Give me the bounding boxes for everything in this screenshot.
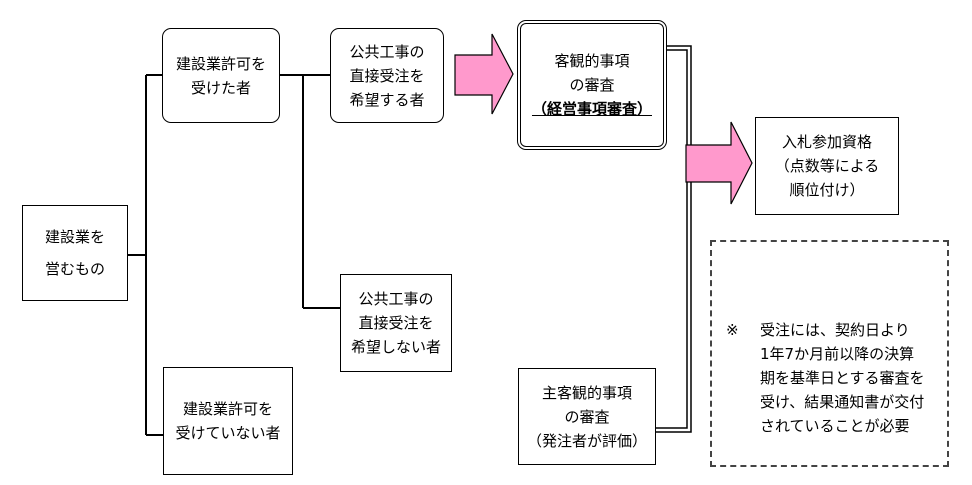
want-public-line-3: 希望する者: [349, 90, 425, 109]
double-connector-inner: [656, 49, 688, 429]
unlicensed-line-2: 受けていない者: [175, 424, 281, 442]
entity-line-1: 建設業を: [44, 228, 105, 246]
entity-line-2: 営むもの: [44, 260, 105, 278]
no-public-line-2: 直接受注を: [358, 314, 434, 332]
arrow-to-review: [454, 33, 514, 115]
bid-qualification-box: 入札参加資格 （点数等による 順位付け）: [755, 117, 899, 215]
double-connector-outer: [656, 45, 692, 433]
unlicensed-line-1: 建設業許可を: [182, 400, 273, 418]
review-line-1: 客観的事項: [554, 52, 630, 70]
want-public-line-1: 公共工事の: [349, 42, 425, 61]
want-public-line-2: 直接受注を: [349, 66, 425, 85]
no-public-works-box: 公共工事の 直接受注を 希望しない者: [340, 274, 452, 372]
arrow-to-qualification: [685, 121, 753, 205]
note-line-1: 受注には、契約日より: [760, 320, 910, 339]
unlicensed-box: 建設業許可を 受けていない者: [163, 367, 293, 475]
note-box: ※ 受注には、契約日より 1年7か月前以降の決算 期を基準日とする審査を 受け、…: [710, 240, 949, 467]
review-line-2: の審査: [569, 76, 615, 94]
main-review-line-1: 主客観的事項: [541, 383, 632, 402]
note-line-2: 1年7か月前以降の決算: [760, 344, 915, 363]
business-entity-box: 建設業を 営むもの: [22, 205, 128, 301]
note-line-4: 受け、結果通知書が交付: [760, 392, 925, 411]
qualify-line-1: 入札参加資格: [781, 133, 872, 151]
objective-review-box: 客観的事項 の審査 （経営事項審査）: [517, 20, 667, 150]
note-line-3: 期を基準日とする審査を: [760, 368, 925, 387]
qualify-line-3: 順位付け）: [789, 181, 865, 199]
note-mark: ※: [726, 320, 739, 339]
main-review-line-2: の審査: [564, 407, 610, 426]
main-objective-review-box: 主客観的事項 の審査 （発注者が評価）: [518, 368, 656, 465]
review-emphasis: （経営事項審査）: [531, 100, 652, 118]
note-line-5: されていることが必要: [760, 416, 910, 435]
wants-public-works-box: 公共工事の 直接受注を 希望する者: [330, 28, 444, 123]
qualify-line-2: （点数等による: [774, 157, 880, 175]
no-public-line-3: 希望しない者: [350, 338, 441, 356]
main-review-line-3: （発注者が評価）: [526, 431, 647, 450]
no-public-line-1: 公共工事の: [358, 290, 434, 308]
licensed-line-2: 受けた者: [190, 78, 251, 97]
licensed-box: 建設業許可を 受けた者: [162, 28, 280, 123]
licensed-line-1: 建設業許可を: [175, 54, 266, 73]
